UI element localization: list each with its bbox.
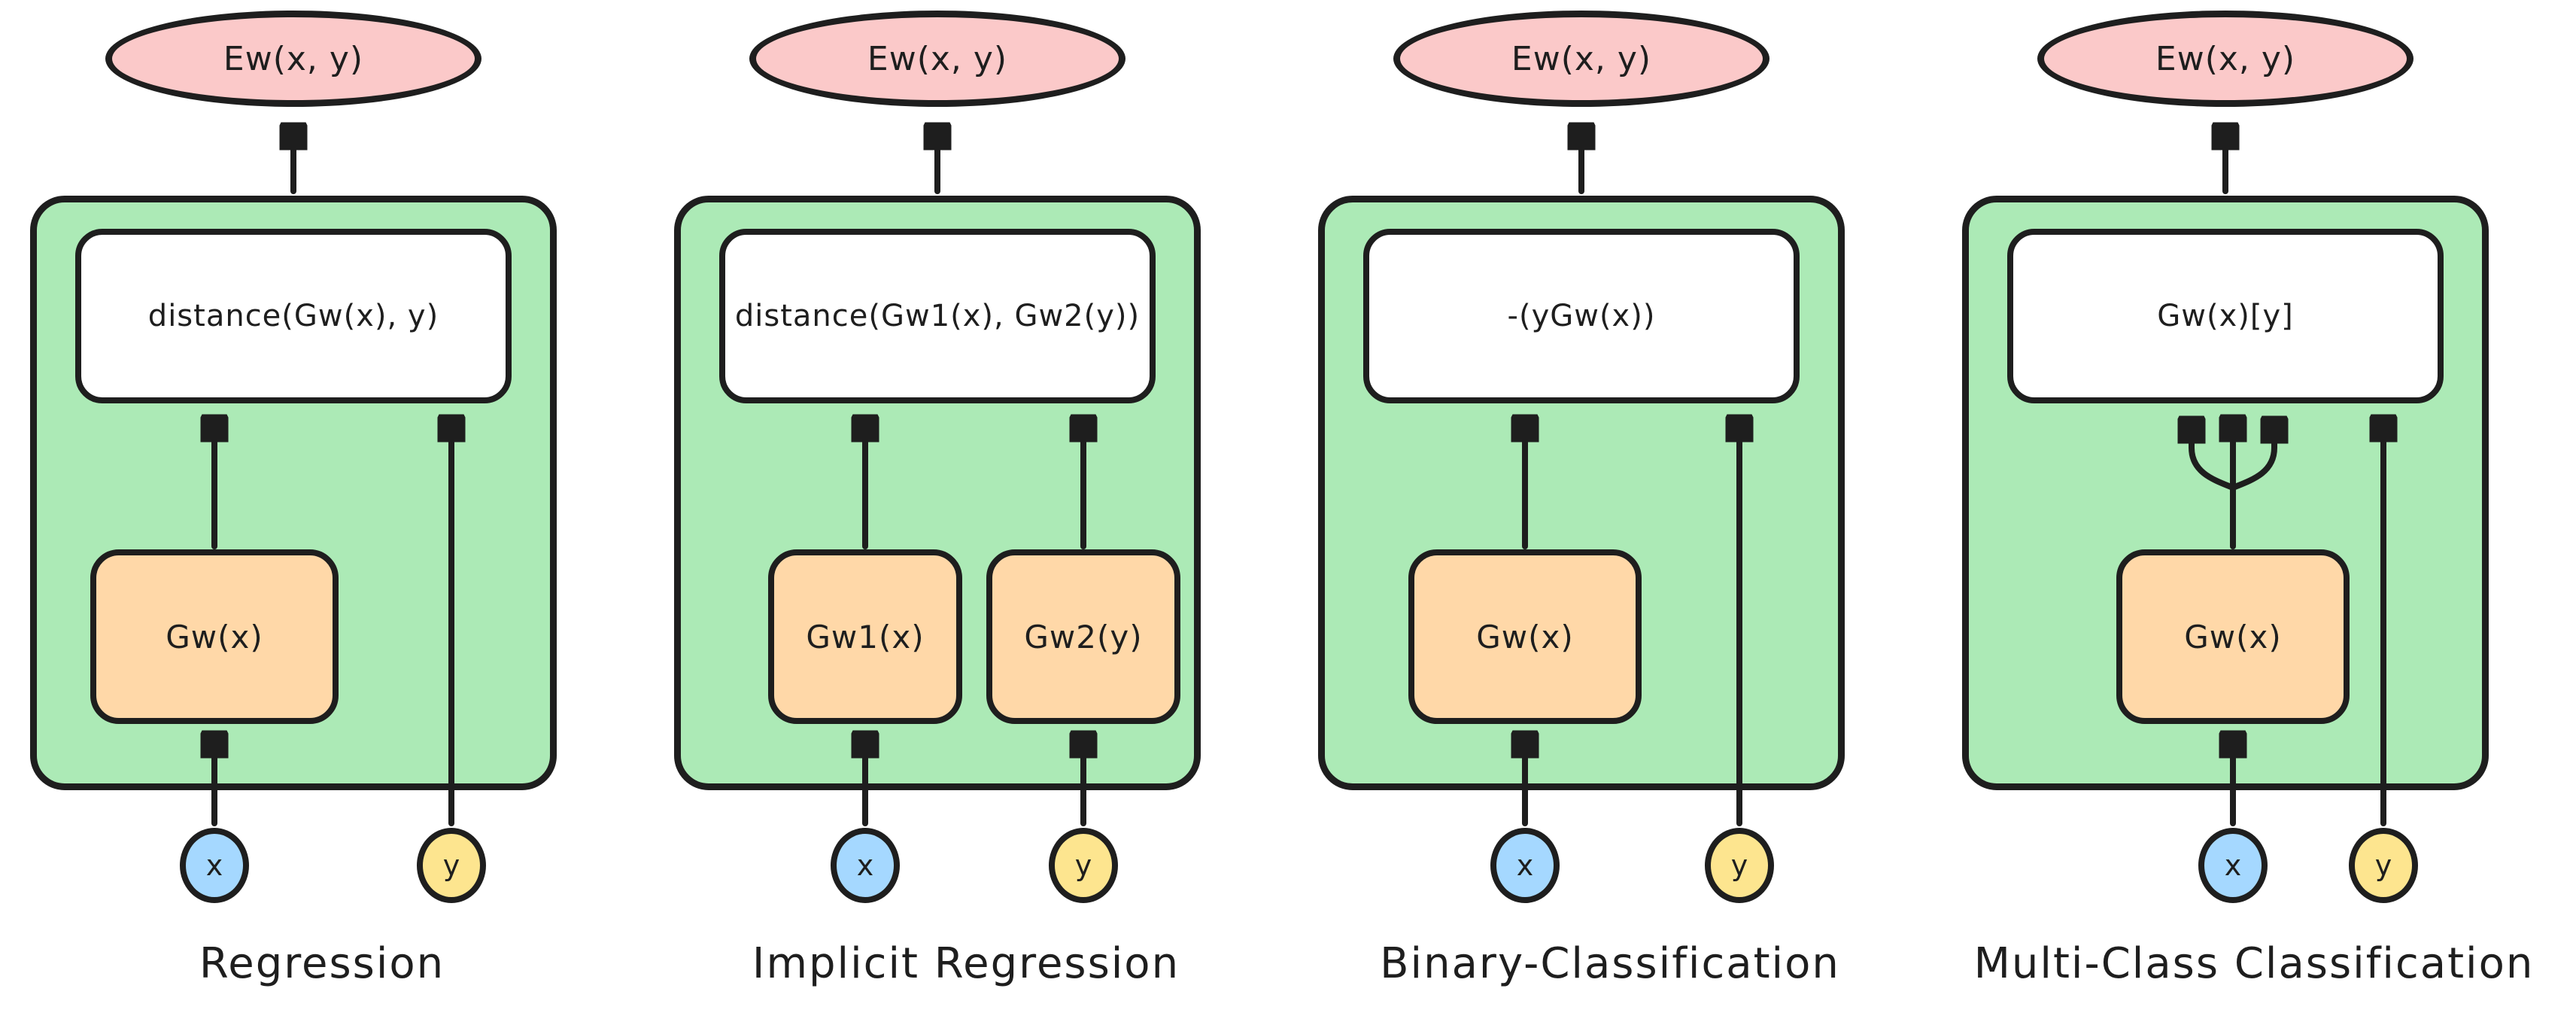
formula-box: -(yGw(x)) (1363, 229, 1800, 403)
formula-label: -(yGw(x)) (1507, 299, 1656, 333)
input-label-x: x (856, 849, 874, 882)
module-label: Gw2(y) (1024, 618, 1143, 655)
input-label-x: x (1516, 849, 1534, 882)
module-label: Gw1(x) (806, 618, 925, 655)
formula-label: Gw(x)[y] (2157, 299, 2294, 333)
formula-box: Gw(x)[y] (2007, 229, 2444, 403)
input-node-x: x (180, 828, 249, 903)
energy-label: Ew(x, y) (2155, 39, 2296, 78)
panel-binary-classification: Ew(x, y) -(yGw(x)) Gw(x) x y Binary-Clas… (1288, 0, 1932, 1025)
input-node-x: x (831, 828, 900, 903)
input-label-y: y (1074, 849, 1092, 882)
formula-box: distance(Gw(x), y) (75, 229, 512, 403)
input-label-y: y (442, 849, 460, 882)
module-box-gw: Gw(x) (2116, 549, 2350, 724)
module-label: Gw(x) (2184, 618, 2282, 655)
input-node-x: x (1490, 828, 1560, 903)
energy-node: Ew(x, y) (2037, 11, 2413, 107)
energy-label: Ew(x, y) (223, 39, 364, 78)
input-node-y: y (1705, 828, 1774, 903)
module-box-gw2: Gw2(y) (986, 549, 1180, 724)
module-box-gw1: Gw1(x) (768, 549, 962, 724)
module-label: Gw(x) (1476, 618, 1574, 655)
panel-multiclass-classification: Ew(x, y) Gw(x)[y] Gw(x) x y Multi-Class … (1932, 0, 2576, 1025)
energy-node: Ew(x, y) (105, 11, 481, 107)
module-label: Gw(x) (166, 618, 263, 655)
input-label-y: y (1730, 849, 1748, 882)
formula-label: distance(Gw1(x), Gw2(y)) (734, 299, 1141, 333)
input-label-x: x (205, 849, 223, 882)
panel-regression: Ew(x, y) distance(Gw(x), y) Gw(x) x y Re… (0, 0, 644, 1025)
module-box-gw: Gw(x) (90, 549, 339, 724)
energy-node: Ew(x, y) (749, 11, 1125, 107)
input-label-y: y (2374, 849, 2392, 882)
module-box-gw: Gw(x) (1408, 549, 1642, 724)
panel-caption: Binary-Classification (1380, 939, 1840, 988)
input-node-x: x (2198, 828, 2268, 903)
panel-caption: Implicit Regression (752, 939, 1180, 988)
input-label-x: x (2224, 849, 2242, 882)
panel-caption: Multi-Class Classification (1973, 939, 2535, 988)
panel-caption: Regression (199, 939, 445, 988)
input-node-y: y (1049, 828, 1118, 903)
formula-label: distance(Gw(x), y) (147, 299, 439, 333)
input-node-y: y (417, 828, 486, 903)
formula-box: distance(Gw1(x), Gw2(y)) (719, 229, 1156, 403)
panel-implicit-regression: Ew(x, y) distance(Gw1(x), Gw2(y)) Gw1(x)… (644, 0, 1288, 1025)
energy-node: Ew(x, y) (1393, 11, 1769, 107)
energy-label: Ew(x, y) (867, 39, 1008, 78)
energy-label: Ew(x, y) (1511, 39, 1652, 78)
input-node-y: y (2349, 828, 2418, 903)
